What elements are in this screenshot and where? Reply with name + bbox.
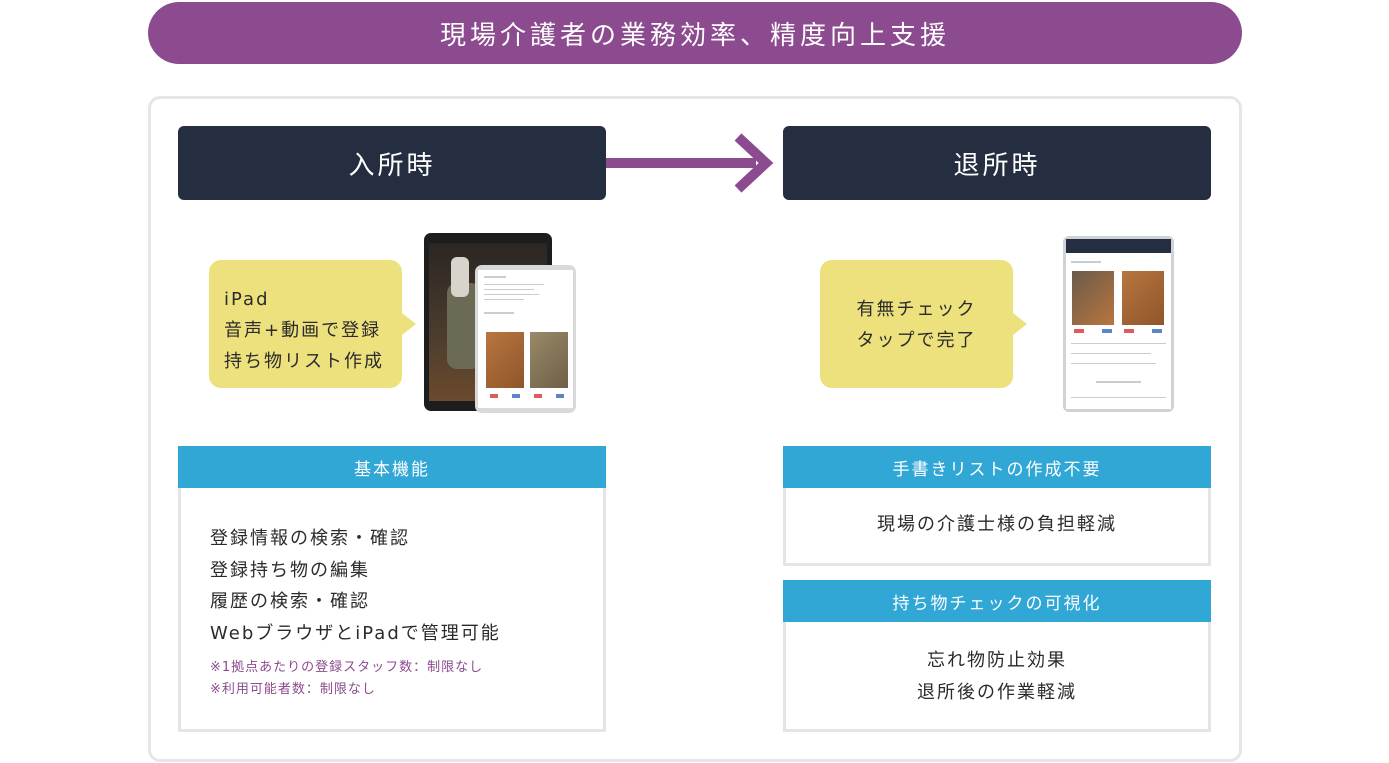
card-line: 退所後の作業軽減 <box>917 682 1077 703</box>
card-line: 現場の介護士様の負担軽減 <box>877 514 1117 535</box>
bubble-line: 持ち物リスト作成 <box>224 351 384 372</box>
feature-item: 登録情報の検索・確認 <box>210 528 410 549</box>
bubble-line: 有無チェック <box>856 299 977 320</box>
discharge-speech-bubble: 有無チェック タップで完了 <box>820 260 1027 388</box>
card-line: 忘れ物防止効果 <box>927 650 1067 671</box>
feature-notes: ※1拠点あたりの登録スタッフ数：制限なし ※利用可能者数：制限なし <box>210 657 483 701</box>
bubble-line: iPad <box>224 289 270 310</box>
banner-title: 現場介護者の業務効率、精度向上支援 <box>148 2 1242 64</box>
phase-admission: 入所時 <box>178 126 606 200</box>
feature-item: 履歴の検索・確認 <box>210 591 370 612</box>
card-header: 持ち物チェックの可視化 <box>783 580 1211 622</box>
feature-item: 登録持ち物の編集 <box>210 559 370 581</box>
basic-features-card: 基本機能 登録情報の検索・確認 登録持ち物の編集 履歴の検索・確認 Webブラウ… <box>178 446 606 732</box>
note-item: ※1拠点あたりの登録スタッフ数：制限なし <box>210 660 484 675</box>
feature-list: 登録情報の検索・確認 登録持ち物の編集 履歴の検索・確認 WebブラウザとiPa… <box>210 523 501 649</box>
phase-discharge: 退所時 <box>783 126 1211 200</box>
right-arrow-icon <box>606 133 774 193</box>
card-header: 基本機能 <box>178 446 606 488</box>
feature-item: WebブラウザとiPadで管理可能 <box>210 622 501 644</box>
note-item: ※利用可能者数：制限なし <box>210 682 376 697</box>
tablet-checklist-mockup <box>1063 236 1174 412</box>
checklist-visualization-card: 持ち物チェックの可視化 忘れ物防止効果 退所後の作業軽減 <box>783 580 1211 732</box>
admission-speech-bubble: iPad 音声+動画で登録 持ち物リスト作成 <box>209 260 416 388</box>
no-handwritten-list-card: 手書きリストの作成不要 現場の介護士様の負担軽減 <box>783 446 1211 566</box>
bubble-line: タップで完了 <box>856 330 977 351</box>
card-header: 手書きリストの作成不要 <box>783 446 1211 488</box>
ipad-app-mockup <box>475 265 576 413</box>
bubble-line: 音声+動画で登録 <box>224 320 382 341</box>
